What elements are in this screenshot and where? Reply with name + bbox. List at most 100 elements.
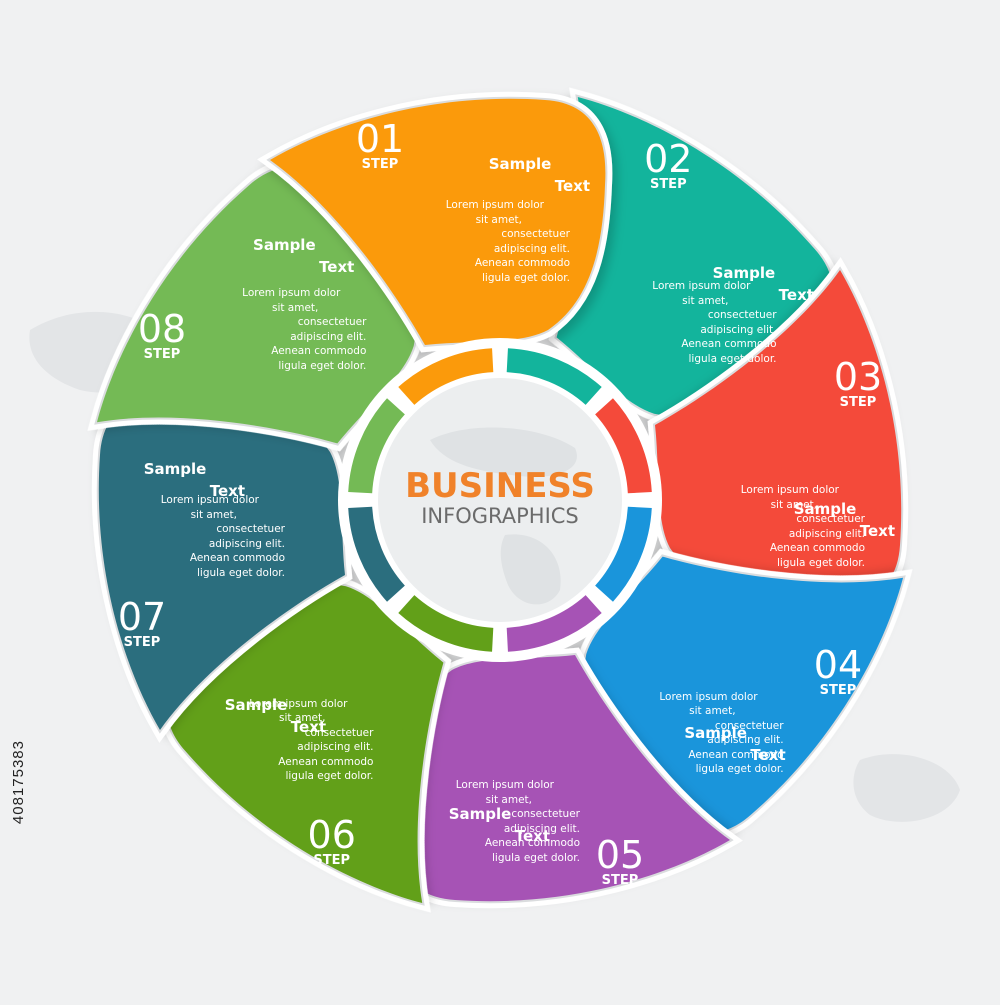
step-01-heading-line-2: Text [554, 177, 590, 195]
step-05-body-line: adipiscing elit. [503, 822, 580, 835]
step-07-number: 07 [117, 595, 167, 639]
step-03-number: 03 [833, 355, 883, 399]
step-08-word: STEP [143, 346, 181, 362]
step-06-heading-line-1: Sample [224, 695, 288, 714]
step-07-body-line: consectetuer [216, 523, 285, 535]
step-05-body-line: sit amet, [485, 793, 532, 806]
step-04-number: 04 [813, 643, 863, 688]
step-07-body-line: adipiscing elit. [208, 537, 285, 550]
step-05-body-line: consectetuer [511, 808, 580, 820]
step-05-heading-line-2: Text [514, 827, 550, 845]
step-07-word: STEP [123, 635, 161, 650]
title-business: BUSINESS [405, 466, 595, 506]
step-05-word: STEP [601, 873, 639, 888]
petal-01 [270, 98, 606, 345]
step-05-number: 05 [595, 833, 645, 877]
petal-04 [584, 556, 904, 833]
step-06-body-line: sit amet, [279, 712, 326, 725]
step-03-heading-line-1: Sample [793, 500, 857, 518]
step-05-heading-line-1: Sample [448, 805, 512, 823]
step-03-heading-line-2: Text [859, 522, 895, 540]
step-08-body-line: ligula eget dolor. [278, 359, 367, 372]
step-04-word: STEP [819, 683, 857, 699]
step-01-body-line: consectetuer [501, 228, 570, 240]
step-shape-05 [387, 647, 743, 909]
step-06-number: 06 [307, 812, 356, 857]
step-06-body-line: Aenean commodo [278, 755, 374, 768]
ring-segment-01 [398, 348, 494, 405]
step-01-body-line: ligula eget dolor. [481, 271, 570, 284]
center-map [430, 427, 577, 605]
step-02-body-line: ligula eget dolor. [688, 352, 777, 365]
step-02-body-line: Aenean commodo [681, 338, 777, 351]
step-08-heading-line-1: Sample [253, 236, 316, 255]
step-01-body-line: Lorem ipsum dolor [445, 199, 544, 211]
petal-08 [96, 167, 416, 444]
step-02-word: STEP [649, 177, 687, 192]
step-08-heading-line-2: Text [319, 258, 355, 277]
step-shape-06 [160, 577, 452, 913]
petal-03 [655, 270, 902, 606]
step-07-body-line: Lorem ipsum dolor [160, 494, 259, 506]
petal-02 [556, 96, 833, 416]
step-06-word: STEP [313, 852, 351, 868]
step-02-body-line: sit amet, [682, 294, 729, 307]
step-08-body-line: Lorem ipsum dolor [242, 287, 341, 300]
step-03-body-line: ligula eget dolor. [776, 556, 865, 569]
step-07-body-line: Aenean commodo [189, 552, 285, 564]
step-03-body-line: sit amet, [770, 498, 817, 511]
petal-07 [98, 394, 345, 730]
ring-segment-04 [595, 506, 652, 602]
petal-05 [394, 655, 730, 902]
step-04-heading-line-2: Text [750, 745, 786, 764]
step-06-body-line: adipiscing elit. [297, 741, 374, 754]
step-08-body-line: adipiscing elit. [290, 330, 367, 343]
step-04-body-line: consectetuer [714, 719, 784, 732]
step-07-heading-line-2: Text [209, 482, 245, 500]
step-01-heading-line-1: Sample [488, 155, 552, 173]
step-02-heading-line-1: Sample [712, 264, 776, 283]
ring-segment-05 [506, 595, 602, 652]
step-08-body-line: consectetuer [297, 316, 367, 329]
step-05-body-line: ligula eget dolor. [491, 851, 580, 864]
step-08-body-line: sit amet, [271, 301, 319, 314]
stock-id-watermark: 408175383 [10, 740, 27, 825]
center-ring [338, 338, 662, 662]
step-04-body-line: Aenean commodo [688, 748, 784, 761]
step-04-body-line: ligula eget dolor. [695, 763, 784, 776]
step-08-body-line: Aenean commodo [271, 345, 367, 358]
step-06-body-line: Lorem ipsum dolor [249, 697, 348, 710]
ring-segment-07 [348, 506, 405, 602]
step-shape-07 [91, 387, 353, 743]
step-04-body-line: sit amet, [689, 705, 736, 718]
step-02-body-line: adipiscing elit. [700, 323, 777, 336]
step-06-body-line: ligula eget dolor. [285, 770, 374, 783]
step-01-body-line: Aenean commodo [474, 257, 570, 269]
step-07-body-line: sit amet, [190, 508, 237, 521]
step-01-word: STEP [361, 157, 399, 172]
step-08-number: 08 [137, 306, 187, 351]
step-shape-04 [577, 548, 913, 840]
petal-06 [167, 584, 444, 904]
step-02-body-line: Lorem ipsum dolor [652, 280, 751, 293]
step-04-heading-line-1: Sample [684, 723, 747, 742]
ring-segment-08 [348, 398, 405, 494]
step-03-body-line: consectetuer [796, 513, 865, 525]
step-01-body-line: adipiscing elit. [493, 242, 570, 255]
step-03-body-line: Lorem ipsum dolor [740, 484, 839, 496]
